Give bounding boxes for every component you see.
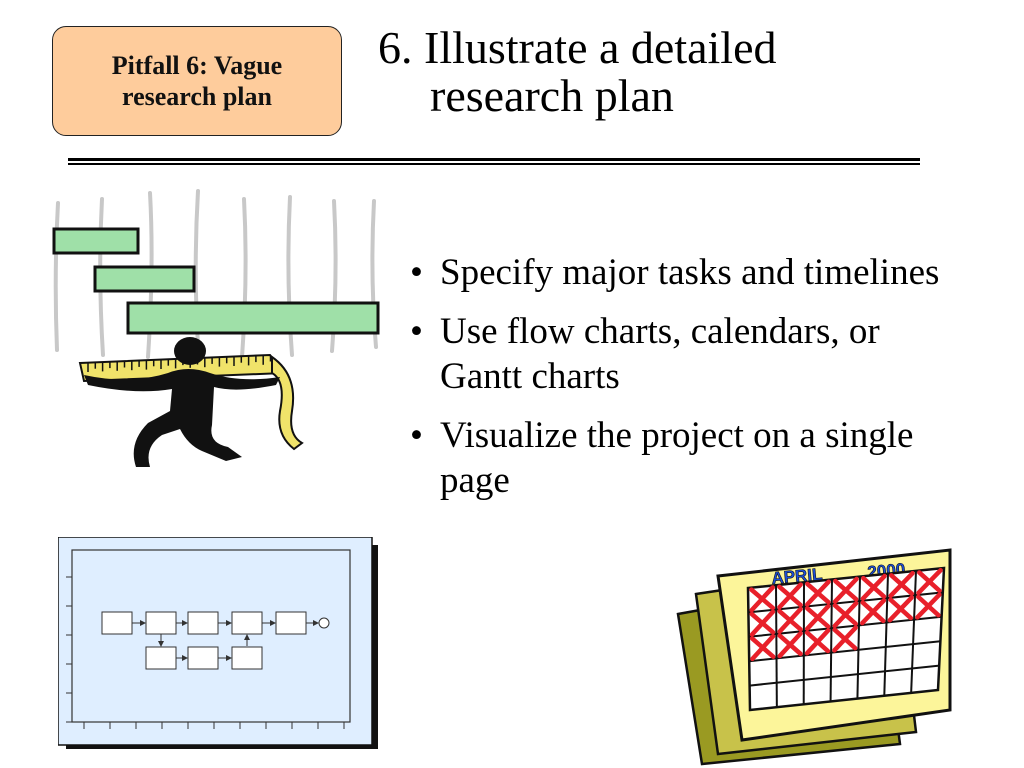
calendar-grid-line [856,576,861,699]
flowchart-frame [58,537,373,746]
title-divider-thin [68,163,920,165]
flowchart-ticks [66,576,345,729]
flow-box [145,611,177,635]
bullet-point-icon: • [410,311,423,352]
bullet-point-icon: • [410,415,423,456]
pitfall-line-1: Pitfall 6: Vague [111,51,283,80]
slide-title: 6. Illustrate a detailed research plan [378,24,938,120]
cross-mark-icon [805,579,831,607]
title-line-1: 6. Illustrate a detailed [378,22,777,73]
gantt-bar-2 [93,265,196,293]
calendar-clipart: APRIL 2000 [676,548,952,766]
calendar-cross-marks [749,568,943,662]
bullet-item-3: • Visualize the project on a single page [410,413,940,503]
calendar-grid-line [775,585,778,708]
bullet-item-1: • Specify major tasks and timelines [410,250,940,295]
cross-mark-icon [804,628,831,656]
calendar-grid-line [910,570,917,693]
bullet-text: Specify major tasks and timelines [440,252,940,293]
flowchart-plot-area [71,549,351,723]
cross-mark-icon [832,576,859,604]
gantt-bars [52,227,380,335]
flow-box [231,646,263,670]
gantt-bar-3 [126,301,380,335]
cross-mark-icon [749,633,776,662]
cross-mark-icon [887,595,914,623]
cross-mark-icon [888,570,915,599]
bullet-list: • Specify major tasks and timelines • Us… [410,250,940,517]
cross-mark-icon [777,631,803,659]
flowchart-boxes [101,611,330,670]
cross-mark-icon [749,609,776,637]
cross-mark-icon [915,592,942,620]
measuring-tape-end [271,355,304,451]
title-divider-thick [68,158,920,161]
cross-mark-icon [749,585,776,613]
gantt-bar-1 [52,227,140,255]
flowchart-clipart [58,537,378,749]
cross-mark-icon [777,606,803,634]
cross-mark-icon [804,603,831,632]
cross-mark-icon [916,568,943,596]
bullet-text: Visualize the project on a single page [440,415,914,501]
title-line-2: research plan [430,70,674,121]
calendar-grid-line [749,664,940,687]
cross-mark-icon [860,573,887,601]
flow-box [275,611,307,635]
flow-box [145,646,177,670]
calendar-grid-line [829,579,833,702]
flow-box [187,611,219,635]
cross-mark-icon [832,601,859,629]
gantt-chart-clipart [52,189,380,467]
figure-silhouette [84,337,280,467]
calendar-grid-line [883,573,889,696]
pitfall-line-2: research plan [122,82,272,111]
cross-mark-icon [832,625,858,653]
cross-mark-icon [777,582,803,610]
flow-box [187,646,219,670]
flow-box [101,611,133,635]
cross-mark-icon [860,598,887,626]
flowchart-arrows [132,620,319,661]
bullet-text: Use flow charts, calendars, or Gantt cha… [440,311,880,397]
bullet-item-2: • Use flow charts, calendars, or Gantt c… [410,309,940,399]
bullet-point-icon: • [410,252,423,293]
pitfall-box: Pitfall 6: Vague research plan [52,26,342,136]
flow-box [231,611,263,635]
flow-end-node [318,617,330,629]
